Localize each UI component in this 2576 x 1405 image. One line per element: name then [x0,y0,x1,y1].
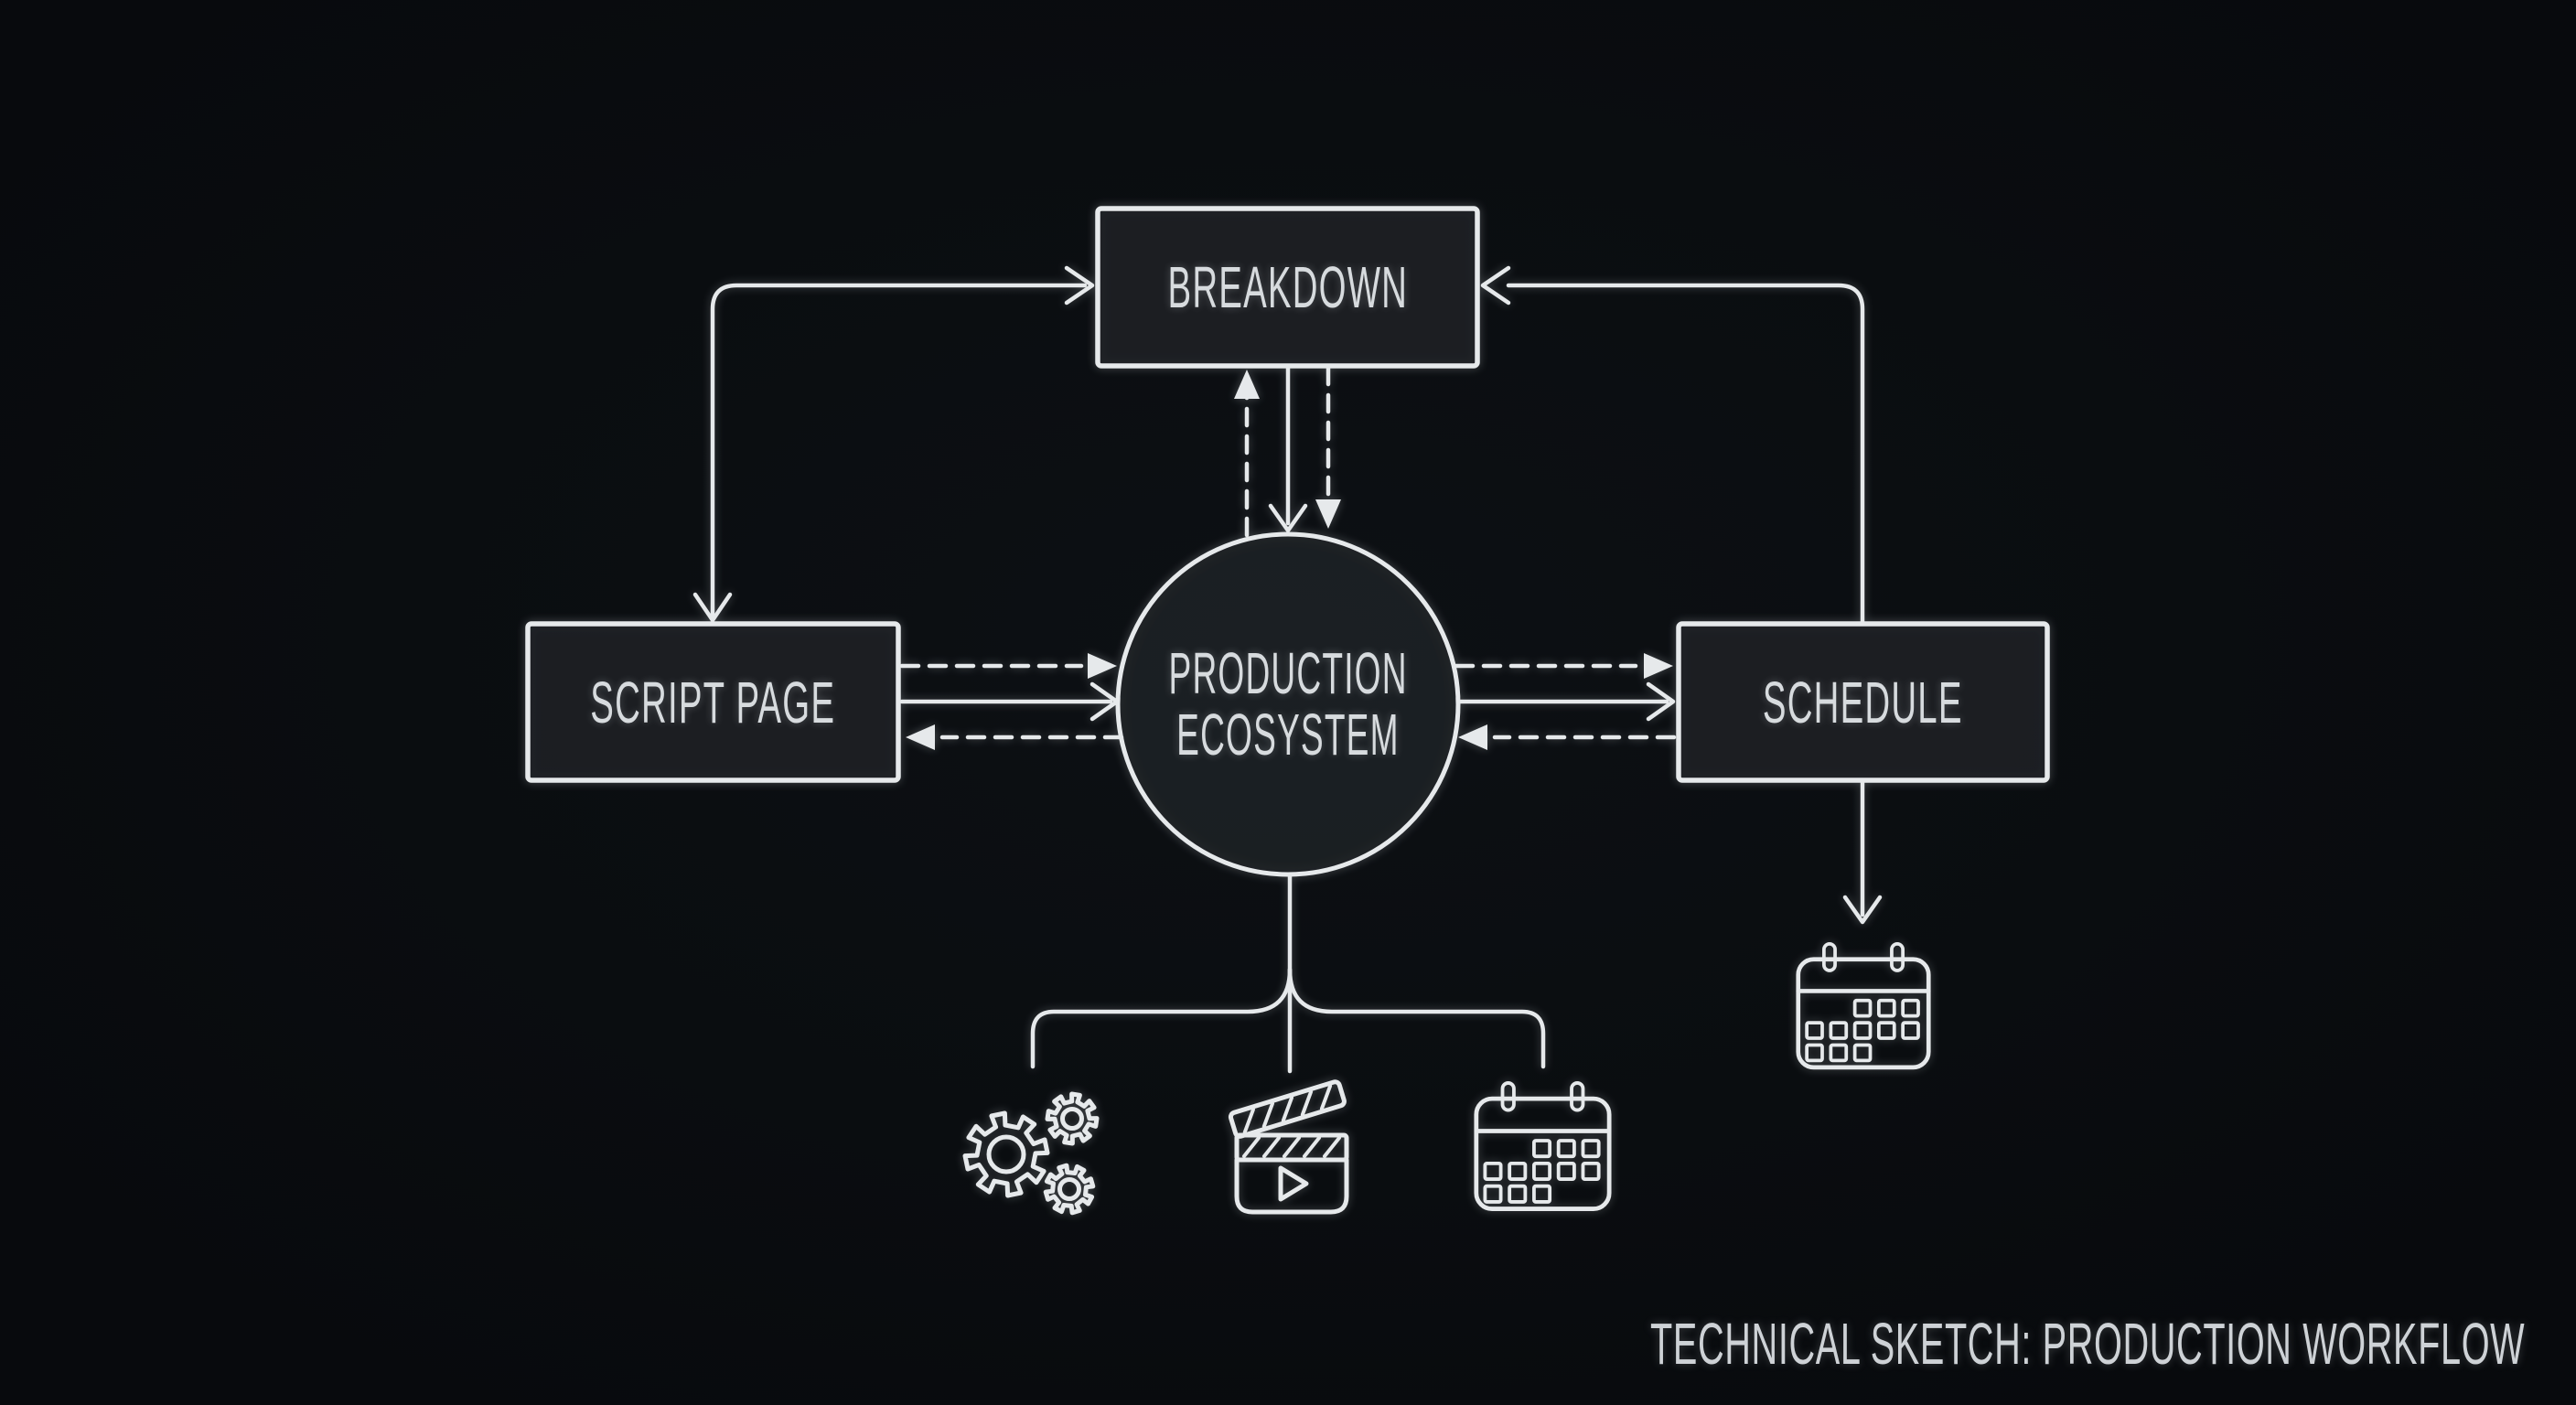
gears-icon [962,1091,1100,1216]
play-icon [1278,1165,1309,1202]
script-page-box [525,621,901,783]
gear-bottom-right [1043,1163,1096,1216]
gear-top-right [1045,1091,1100,1146]
production-ecosystem-label-line1: PRODUCTION [1168,640,1408,706]
node-script-page: SCRIPT PAGE [528,624,898,780]
branch-right [1287,967,1546,1069]
arrowhead-into-breakdown-right [1480,265,1511,306]
production-ecosystem-label-line2: ECOSYSTEM [1176,702,1400,767]
script-page-label: SCRIPT PAGE [590,669,836,735]
gear-large [962,1110,1050,1198]
clapperboard-icon [1228,1079,1349,1215]
arrowhead-into-circle-left [1089,681,1120,722]
connector-lines [692,265,1883,1074]
arrowhead-into-calendar [1842,895,1883,925]
gear-large-hole [986,1134,1026,1174]
footer-caption-text: TECHNICAL SKETCH: PRODUCTION WORKFLOW [1649,1311,2525,1377]
edge-scriptpage-breakdown [710,283,1088,617]
node-production-ecosystem: PRODUCTION ECOSYSTEM [1114,627,1462,781]
gear-bottom-right-hole [1057,1177,1081,1201]
arrowhead-into-schedule-left [1646,681,1676,722]
edge-schedule-breakdown [1506,283,1865,627]
arrowhead-down-triangle [1315,499,1341,529]
branch-left [1030,967,1293,1069]
gear-top-right-hole [1060,1107,1084,1131]
arrowhead-right-triangle-right [1644,653,1673,679]
schedule-label: SCHEDULE [1763,669,1963,735]
footer-caption: TECHNICAL SKETCH: PRODUCTION WORKFLOW [1114,1310,2525,1378]
node-shapes [525,206,2050,877]
arrowhead-left-triangle-left [906,724,935,750]
node-breakdown: BREAKDOWN [1098,209,1477,366]
arrowhead-into-breakdown-left [1064,265,1095,306]
arrowhead-right-triangle-left [1088,653,1117,679]
arrowhead-into-scriptpage-top [692,592,733,623]
calendar-icon-bottom [1476,1083,1609,1209]
arrowhead-left-triangle-right [1458,724,1487,750]
arrowhead-into-circle-top [1268,503,1308,533]
node-schedule: SCHEDULE [1679,624,2047,780]
calendar-icon-below-schedule [1798,944,1929,1067]
arrowhead-up-triangle [1234,370,1260,399]
breakdown-label: BREAKDOWN [1167,254,1408,320]
